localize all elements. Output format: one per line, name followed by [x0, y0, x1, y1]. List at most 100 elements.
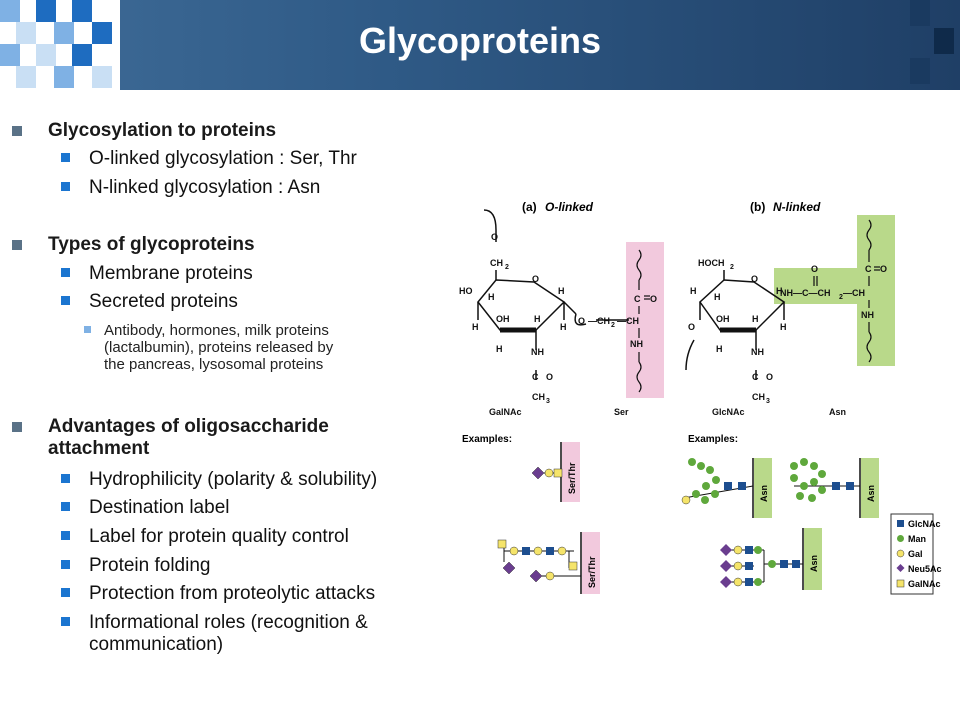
n-linked-example-3: Asn: [720, 528, 822, 590]
svg-text:3: 3: [766, 398, 770, 405]
svg-text:O: O: [532, 274, 539, 284]
svg-text:—CH: —CH: [588, 316, 610, 326]
svg-text:H: H: [560, 322, 567, 332]
bullet-line: Advantages of oligosaccharide: [48, 416, 329, 437]
bullet-line: Antibody, hormones, milk proteins: [104, 322, 329, 339]
galnac-icon: [553, 468, 563, 478]
svg-text:O: O: [751, 274, 758, 284]
header-tile-pattern: [0, 0, 120, 90]
bullet-line: the pancreas, lysosomal proteins: [104, 356, 324, 373]
ser-residue-bar: [626, 242, 664, 398]
sugar-legend: GlcNAc Man Gal Neu5Ac GalNAc: [890, 513, 942, 595]
svg-text:C: C: [532, 372, 539, 382]
galnac-ring-structure: [477, 209, 629, 380]
svg-text:OH: OH: [496, 314, 510, 324]
title-bar: Glycoproteins: [0, 0, 960, 90]
svg-text:H: H: [780, 322, 787, 332]
o-linked-example-2: Ser/Thr: [497, 532, 600, 594]
svg-text:O: O: [766, 372, 773, 382]
svg-text:O: O: [578, 316, 585, 326]
glcnac-ring-structure: [685, 270, 786, 380]
legend-neu5ac: Neu5Ac: [908, 564, 942, 574]
svg-text:CH: CH: [490, 258, 503, 268]
legend-man: Man: [908, 534, 926, 544]
ser-backbone: [636, 249, 650, 393]
bullet-examples-secreted: Antibody, hormones, milk proteins (lacta…: [83, 322, 334, 373]
ser-name: Ser: [614, 407, 629, 417]
bullet-o-linked: O-linked glycosylation : Ser, Thr: [61, 148, 357, 169]
panel-a-title: O-linked: [545, 200, 594, 214]
examples-label-n: Examples:: [688, 434, 738, 445]
glcnac-name: GlcNAc: [712, 407, 745, 417]
svg-text:HOCH: HOCH: [698, 258, 725, 268]
bullet-advantages: Advantages of oligosaccharide attachment: [12, 416, 329, 460]
svg-text:H: H: [690, 286, 697, 296]
svg-text:H: H: [472, 322, 479, 332]
svg-text:H: H: [558, 286, 565, 296]
bullet-types: Types of glycoproteins: [12, 234, 255, 255]
galnac-legend-icon: [896, 579, 905, 588]
bullet-quality-control: Label for protein quality control: [61, 526, 349, 547]
bullet-line: Informational roles (recognition &: [89, 612, 368, 633]
ser-thr-label: Ser/Thr: [587, 556, 597, 588]
panel-a-letter: (a): [522, 200, 537, 214]
svg-text:NH—C—CH: NH—C—CH: [780, 288, 831, 298]
asn-backbone: [813, 219, 880, 363]
gal-icon: [544, 468, 554, 478]
svg-text:H: H: [716, 344, 723, 354]
bullet-hydrophilicity: Hydrophilicity (polarity & solubility): [60, 469, 378, 490]
svg-text:O: O: [811, 264, 818, 274]
svg-text:O: O: [491, 232, 498, 242]
asn-label: Asn: [866, 485, 876, 502]
svg-text:O: O: [688, 322, 695, 332]
svg-text:H: H: [496, 344, 503, 354]
asn-label: Asn: [809, 555, 819, 572]
asn-label: Asn: [759, 485, 769, 502]
svg-text:H: H: [752, 314, 759, 324]
n-linked-example-1: Asn: [681, 458, 772, 518]
svg-text:C: C: [752, 372, 759, 382]
legend-galnac: GalNAc: [908, 579, 941, 589]
asn-linkage-bar: [774, 268, 895, 304]
neu5ac-icon: [531, 466, 545, 480]
bullet-destination: Destination label: [60, 497, 230, 518]
bullet-line: (lactalbumin), proteins released by: [104, 339, 334, 356]
svg-text:2: 2: [730, 264, 734, 271]
ser-thr-label: Ser/Thr: [567, 462, 577, 494]
svg-text:2: 2: [505, 264, 509, 271]
bullet-secreted: Secreted proteins: [61, 291, 238, 312]
bullet-informational: Informational roles (recognition & commu…: [61, 612, 368, 656]
examples-label-o: Examples:: [462, 434, 512, 445]
bullet-protein-folding: Protein folding: [60, 555, 211, 576]
svg-text:O: O: [880, 264, 887, 274]
svg-text:NH: NH: [751, 347, 764, 357]
legend-gal: Gal: [908, 549, 923, 559]
svg-text:OH: OH: [716, 314, 730, 324]
panel-b-letter: (b): [750, 200, 765, 214]
svg-text:O: O: [650, 294, 657, 304]
svg-text:HO: HO: [459, 286, 473, 296]
neu5ac-legend-icon: [896, 564, 905, 572]
asn-name: Asn: [829, 407, 846, 417]
svg-text:NH: NH: [531, 347, 544, 357]
page-title: Glycoproteins: [358, 20, 602, 61]
legend-glcnac: GlcNAc: [908, 519, 941, 529]
bullet-n-linked: N-linked glycosylation : Asn: [60, 177, 321, 198]
svg-text:O: O: [546, 372, 553, 382]
svg-text:2: 2: [611, 322, 615, 329]
svg-text:3: 3: [546, 398, 550, 405]
svg-text:2: 2: [839, 294, 843, 301]
svg-text:NH: NH: [630, 339, 643, 349]
svg-text:H: H: [714, 292, 721, 302]
svg-text:H: H: [534, 314, 541, 324]
bullet-protection: Protection from proteolytic attacks: [60, 583, 376, 604]
svg-text:CH: CH: [532, 392, 545, 402]
svg-text:C: C: [634, 294, 641, 304]
svg-text:—CH: —CH: [617, 316, 639, 326]
header-right-tile-pattern: [910, 0, 960, 90]
svg-text:H: H: [488, 292, 495, 302]
n-linked-example-2: Asn: [790, 458, 879, 518]
bullet-line: communication): [89, 634, 224, 655]
